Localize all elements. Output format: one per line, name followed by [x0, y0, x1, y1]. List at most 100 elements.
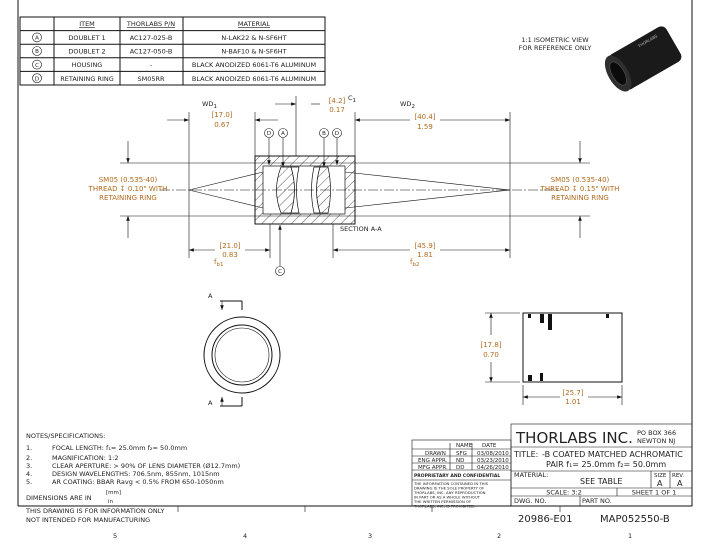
iso-note: FOR REFERENCE ONLY: [519, 44, 592, 52]
note-text: MAGNIFICATION: 1:2: [52, 454, 118, 462]
iso-note: 1:1 ISOMETRIC VIEW: [521, 36, 589, 44]
item-pn: SM05RR: [137, 75, 165, 83]
end-view: A A: [203, 292, 281, 407]
section-view: SECTION A-A: [120, 155, 590, 233]
company-name: THORLABS INC.: [515, 429, 633, 447]
approvals-header: DATE: [482, 443, 497, 449]
thread-right: THREAD ↧ 0.15" WITH: [540, 185, 620, 193]
approval-role: ENG APPR.: [418, 458, 448, 464]
thread-right: RETAINING RING: [551, 194, 609, 202]
item-name: RETAINING RING: [60, 75, 114, 83]
item-name: DOUBLET 2: [68, 48, 105, 56]
bom-header: ITEM: [79, 20, 95, 28]
part-label: PART NO.: [582, 497, 612, 505]
part-number: MAP052550-B: [600, 514, 670, 525]
proprietary-text: DRAWING IS THE SOLE PROPERTY OF: [414, 486, 484, 491]
fb2-mm: [45.9]: [414, 242, 435, 250]
dimensions-note: DIMENSIONS ARE IN: [26, 494, 92, 502]
bom-row: B DOUBLET 2 AC127-050-B N-BAF10 & N-SF6H…: [32, 46, 287, 56]
item-pn: -: [150, 61, 153, 69]
zone-label: 2: [497, 532, 501, 540]
units-in: in: [108, 499, 114, 505]
section-label: SECTION A-A: [340, 225, 382, 233]
item-name: HOUSING: [72, 61, 103, 69]
approvals-header: NAME: [456, 443, 473, 449]
wd1-label: WD1: [202, 100, 217, 110]
proprietary-text: THE INFORMATION CONTAINED IN THIS: [413, 481, 489, 486]
proprietary-text: THORLABS, INC. ANY REPRODUCTION: [413, 490, 486, 495]
height-mm: [17.8]: [480, 341, 501, 349]
item-name: DOUBLET 1: [68, 34, 105, 42]
balloon-d: D: [335, 131, 339, 137]
note-number: 2.: [26, 454, 32, 462]
size-label: SIZE: [654, 473, 667, 479]
item-tag: B: [35, 49, 39, 55]
wd2-in: 1.59: [417, 123, 433, 131]
scale: SCALE: 3:2: [546, 489, 582, 497]
item-material: N-LAK22 & N-SF6HT: [221, 34, 286, 42]
zone-label: 4: [243, 532, 247, 540]
material-label: MATERIAL:: [514, 471, 548, 479]
wd1-mm: [17.0]: [211, 111, 232, 119]
width-mm: [25.7]: [562, 389, 583, 397]
width-in: 1.01: [565, 398, 581, 406]
item-material: BLACK ANODIZED 6061-T6 ALUMINUM: [192, 61, 316, 69]
approval-name: SFG: [456, 451, 467, 457]
rev-label: REV.: [672, 473, 684, 479]
thread-right: SM05 (0.535-40): [551, 176, 610, 184]
proprietary-text: THORLABS, INC. IS PROHIBITED.: [413, 504, 475, 509]
approval-date: 03/08/2010: [477, 451, 509, 457]
fb1-in: 0.83: [222, 251, 238, 259]
title-label: TITLE:: [513, 450, 538, 459]
thread-left: RETAINING RING: [99, 194, 157, 202]
c1-label: C1: [348, 94, 356, 104]
note-text: DESIGN WAVELENGTHS: 706.5nm, 855nm, 1015…: [52, 470, 220, 478]
zone-label: 5: [113, 532, 117, 540]
dimensions: WD1 [17.0] 0.67 [4.2] 0.17 C1 WD2 [40.4]…: [88, 94, 620, 268]
drawing-title: -B COATED MATCHED ACHROMATIC: [542, 450, 683, 459]
item-pn: AC127-050-B: [130, 48, 173, 56]
bom-header: MATERIAL: [238, 20, 271, 28]
callout-balloons: D A B D C: [264, 128, 342, 276]
approval-date: 04/26/2010: [477, 465, 509, 471]
company-address: PO BOX 366: [637, 429, 676, 437]
size-value: A: [657, 479, 663, 488]
thread-left: THREAD ↧ 0.10" WITH: [88, 185, 168, 193]
zone-label: 1: [628, 532, 632, 540]
units-mm: [mm]: [106, 490, 121, 496]
section-marker: A: [208, 399, 213, 407]
note-text: AR COATING: BBAR Ravg < 0.5% FROM 650-10…: [52, 478, 224, 486]
rev-value: A: [677, 479, 683, 488]
c1-in: 0.17: [329, 106, 345, 114]
note-number: 3.: [26, 462, 32, 470]
item-tag: D: [35, 76, 39, 82]
drawing-frame: 5 4 3 2 1: [17, 0, 693, 540]
info-note: NOT INTENDED FOR MANUFACTURING: [26, 516, 150, 524]
bom-row: A DOUBLET 1 AC127-025-B N-LAK22 & N-SF6H…: [32, 32, 287, 43]
item-material: BLACK ANODIZED 6061-T6 ALUMINUM: [192, 75, 316, 83]
item-material: N-BAF10 & N-SF6HT: [221, 48, 286, 56]
thread-left: SM05 (0.535-40): [99, 176, 158, 184]
bom-row: C HOUSING - BLACK ANODIZED 6061-T6 ALUMI…: [32, 59, 316, 70]
approval-name: ND: [456, 458, 464, 464]
c1-mm: [4.2]: [329, 97, 346, 105]
fb2-label: fb2: [410, 258, 419, 268]
balloon-b: B: [322, 131, 326, 137]
proprietary-text: IN PART OR AS A WHOLE WITHOUT: [414, 495, 481, 500]
dwg-label: DWG. NO.: [514, 497, 546, 505]
wd1-in: 0.67: [214, 121, 230, 129]
approval-date: 03/23/2010: [477, 458, 509, 464]
fb1-label: fb1: [214, 258, 223, 268]
zone-label: 3: [368, 532, 372, 540]
bom-table: ITEM THORLABS P/N MATERIAL A DOUBLET 1 A…: [19, 16, 326, 86]
proprietary-title: PROPRIETARY AND CONFIDENTIAL: [414, 473, 500, 479]
notes-title: NOTES/SPECIFICATIONS:: [26, 432, 105, 440]
proprietary-text: THE WRITTEN PERMISSION OF: [413, 499, 471, 504]
item-tag: A: [35, 36, 39, 42]
approval-role: DRAWN: [425, 451, 446, 457]
item-pn: AC127-025-B: [130, 34, 173, 42]
balloon-c: C: [278, 269, 282, 275]
approval-name: DD: [456, 465, 464, 471]
note-text: FOCAL LENGTH: f₁= 25.0mm f₂= 50.0mm: [52, 444, 187, 452]
